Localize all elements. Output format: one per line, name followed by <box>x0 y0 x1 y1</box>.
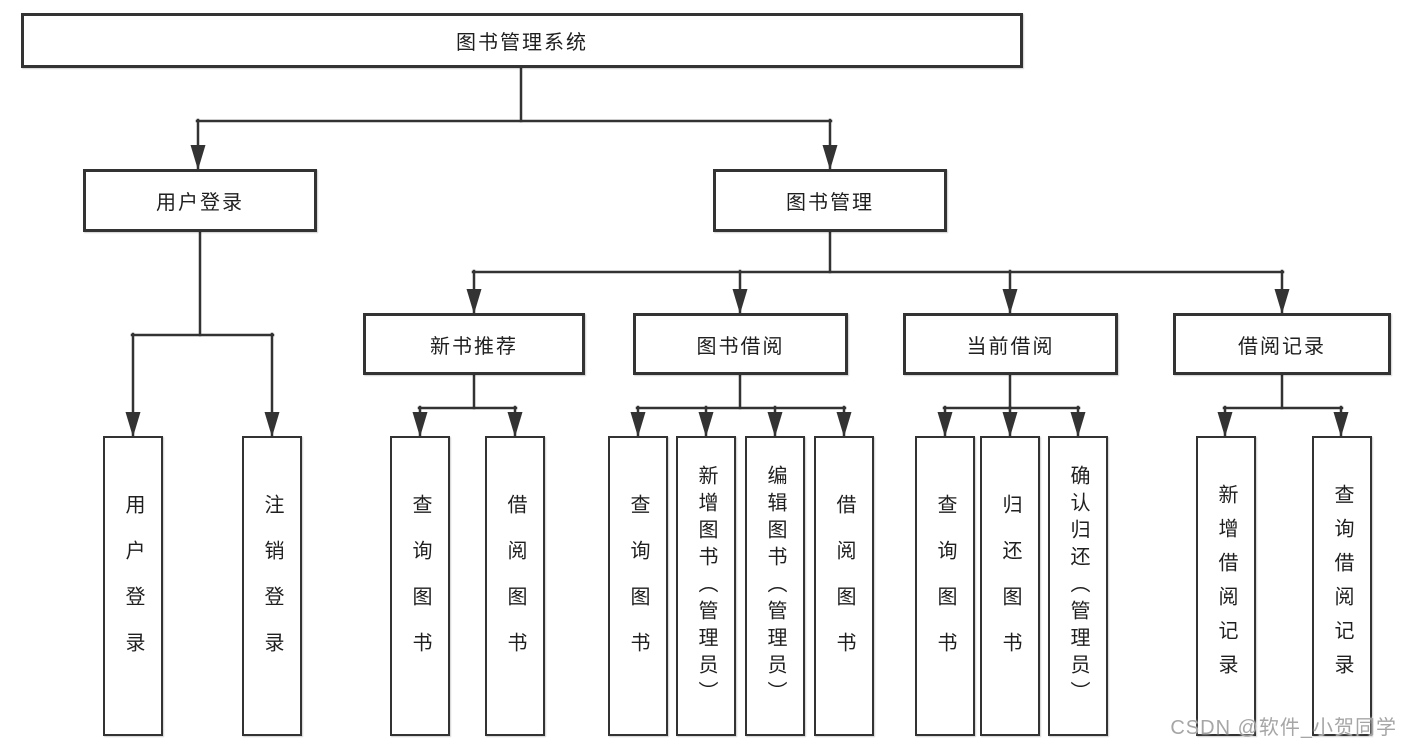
leaf-user-login-label: 用户登录 <box>122 494 144 678</box>
leaf-edit-books-admin: 编辑图书（管理员） <box>745 436 805 736</box>
leaf-borrow-books: 借阅图书 <box>814 436 874 736</box>
branch-user-login: 用户登录 <box>83 169 317 232</box>
leaf-query-books-borrow: 查询图书 <box>608 436 668 736</box>
leaf-query-books-borrow-label: 查询图书 <box>627 494 649 678</box>
leaf-confirm-return-admin-label: 确认归还（管理员） <box>1067 464 1089 708</box>
root-node-library-system: 图书管理系统 <box>21 13 1023 68</box>
leaf-add-borrow-record: 新增借阅记录 <box>1196 436 1256 736</box>
module-current-borrow: 当前借阅 <box>903 313 1118 375</box>
module-book-borrow: 图书借阅 <box>633 313 848 375</box>
leaf-return-books-label: 归还图书 <box>999 494 1021 678</box>
leaf-add-books-admin: 新增图书（管理员） <box>676 436 736 736</box>
branch-book-management: 图书管理 <box>713 169 947 232</box>
module-current-borrow-label: 当前借阅 <box>966 335 1055 358</box>
leaf-add-books-admin-label: 新增图书（管理员） <box>695 464 717 708</box>
module-new-book-recommend-label: 新书推荐 <box>430 335 518 358</box>
leaf-borrow-books-recommend: 借阅图书 <box>485 436 545 736</box>
leaf-logout-label: 注销登录 <box>261 494 283 678</box>
leaf-edit-books-admin-label: 编辑图书（管理员） <box>764 464 786 708</box>
module-borrow-records: 借阅记录 <box>1173 313 1391 375</box>
leaf-query-books-recommend: 查询图书 <box>390 436 450 736</box>
leaf-return-books: 归还图书 <box>980 436 1040 736</box>
leaf-query-borrow-record-label: 查询借阅记录 <box>1331 484 1353 688</box>
module-new-book-recommend: 新书推荐 <box>363 313 585 375</box>
leaf-borrow-books-recommend-label: 借阅图书 <box>504 494 526 678</box>
root-node-label: 图书管理系统 <box>456 32 588 54</box>
leaf-logout: 注销登录 <box>242 436 302 736</box>
csdn-watermark: CSDN @软件_小贺同学 <box>1170 717 1397 739</box>
leaf-borrow-books-label: 借阅图书 <box>833 494 855 678</box>
branch-user-login-label: 用户登录 <box>156 192 244 214</box>
leaf-query-books-current-label: 查询图书 <box>934 494 956 678</box>
leaf-query-books-current: 查询图书 <box>915 436 975 736</box>
module-book-borrow-label: 图书借阅 <box>696 335 785 358</box>
leaf-add-borrow-record-label: 新增借阅记录 <box>1215 484 1237 688</box>
branch-book-management-label: 图书管理 <box>786 192 874 214</box>
leaf-query-books-recommend-label: 查询图书 <box>409 494 431 678</box>
leaf-confirm-return-admin: 确认归还（管理员） <box>1048 436 1108 736</box>
leaf-query-borrow-record: 查询借阅记录 <box>1312 436 1372 736</box>
module-borrow-records-label: 借阅记录 <box>1238 335 1326 358</box>
leaf-user-login: 用户登录 <box>103 436 163 736</box>
